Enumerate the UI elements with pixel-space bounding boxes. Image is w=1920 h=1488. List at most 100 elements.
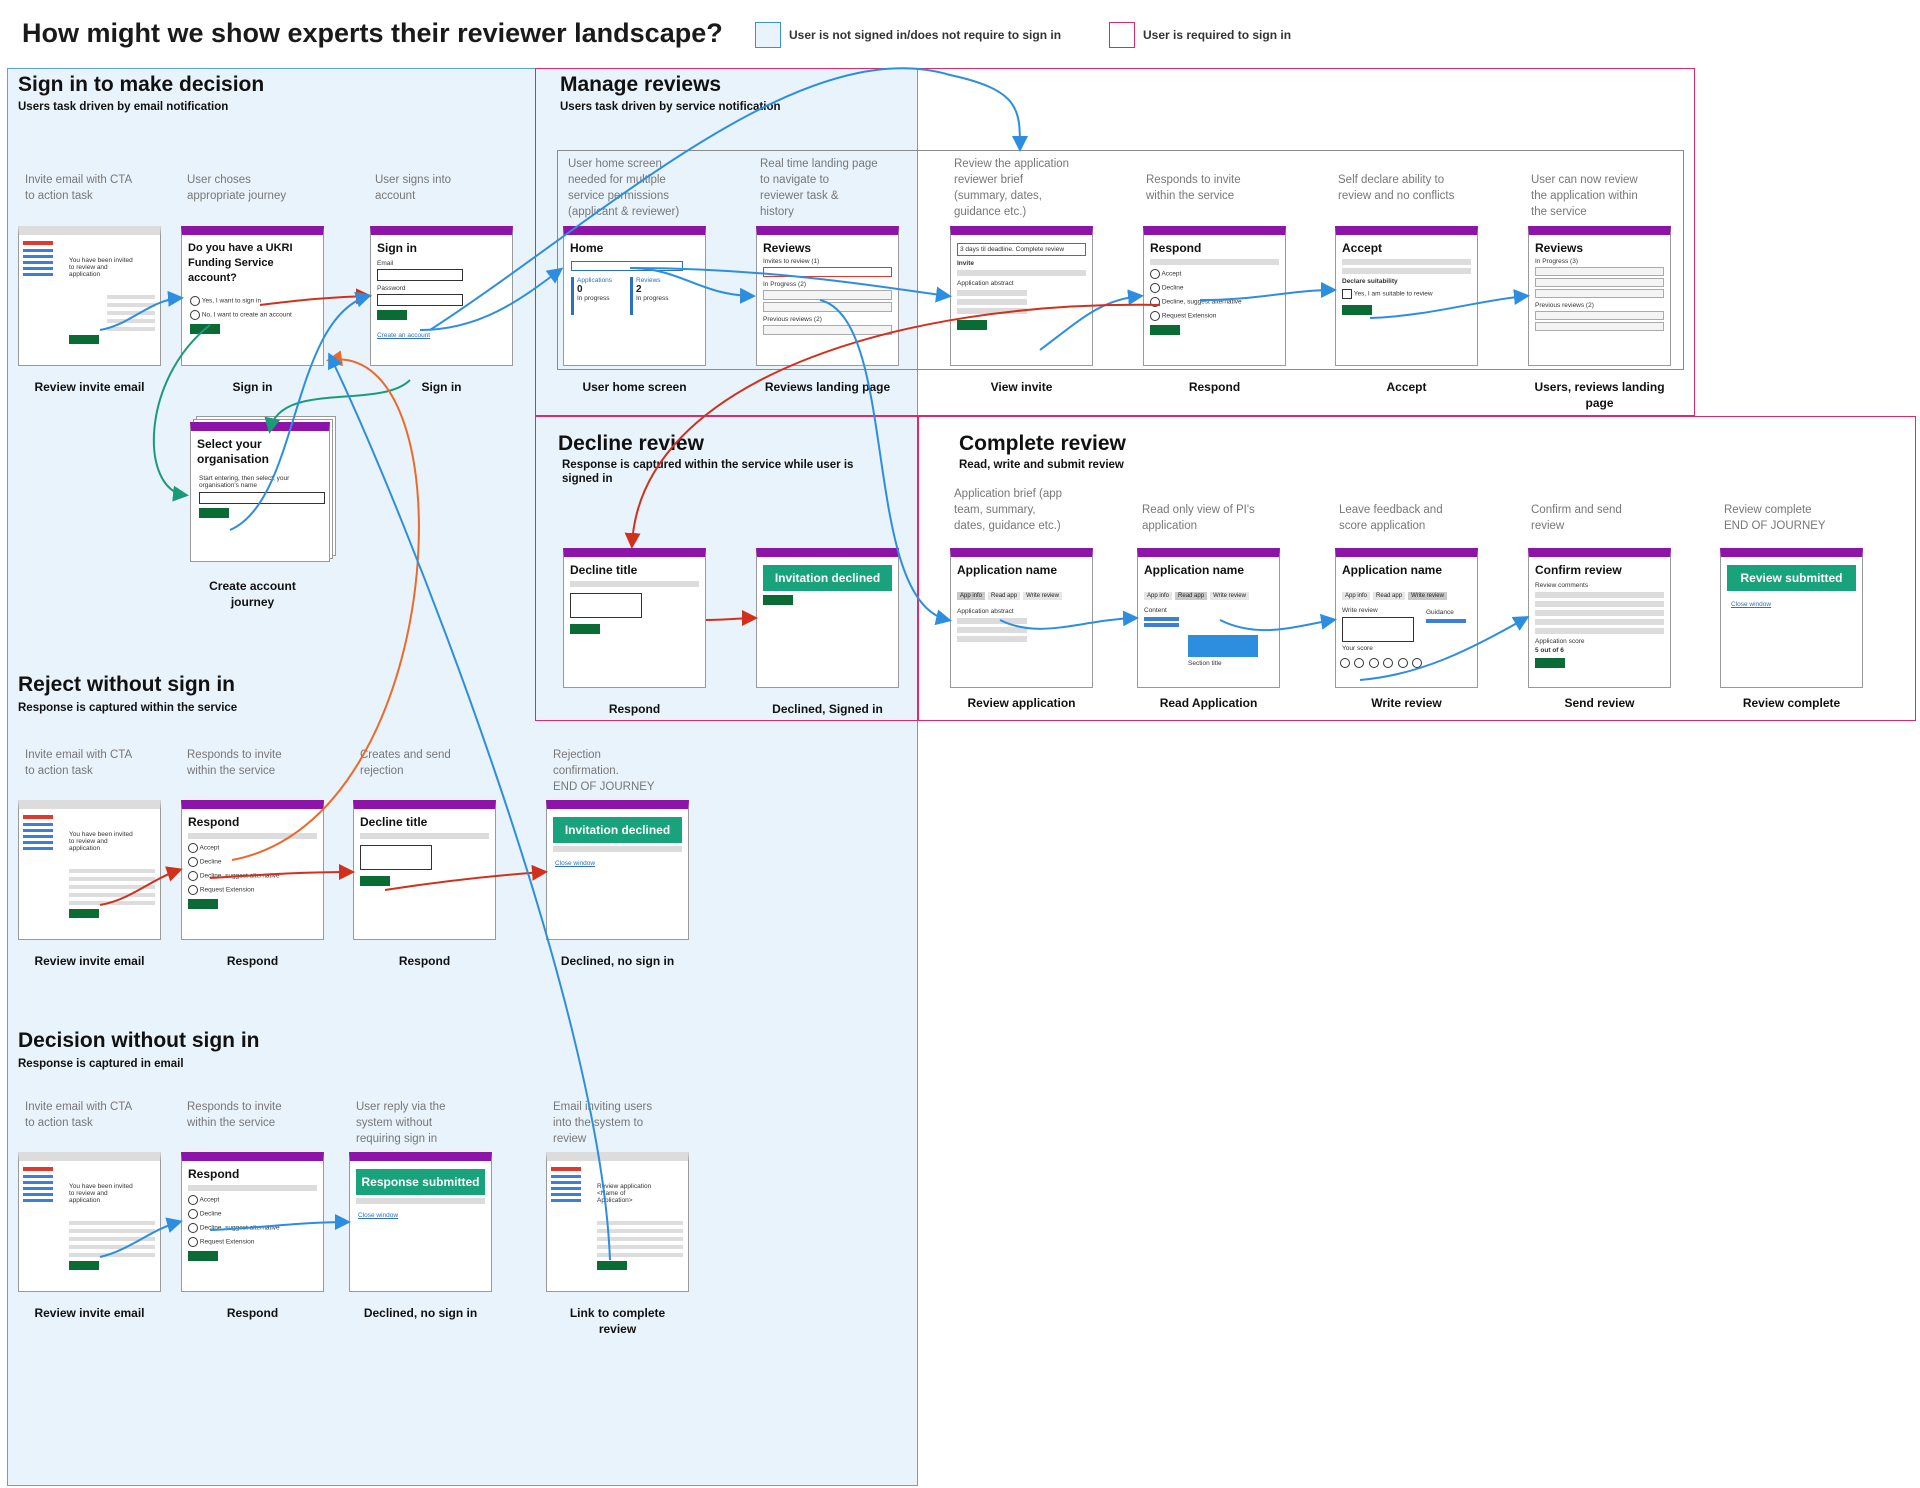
send-review-button[interactable] [1535, 658, 1565, 668]
continue-button[interactable] [1342, 305, 1372, 315]
tab-app-info[interactable]: App info [1144, 592, 1173, 600]
cta-button[interactable] [69, 335, 99, 344]
invitation-declined-banner: Invitation declined [553, 817, 682, 843]
invites-label: Invites to review (1) [763, 258, 820, 265]
continue-button[interactable] [190, 324, 220, 334]
app-name-heading: Application name [957, 563, 1058, 577]
section-title-decision: Decision without sign in [18, 1029, 260, 1052]
review-row[interactable] [1535, 322, 1664, 331]
review-row[interactable] [763, 290, 892, 300]
caption: Users, reviews landing page [1534, 380, 1665, 410]
wireframe-invite-email: You have been invited to review and appl… [18, 226, 161, 366]
section-title-manage: Manage reviews [560, 73, 722, 96]
caption: Review application [967, 696, 1076, 710]
write-review-label: Write review [1342, 607, 1378, 614]
respond-button[interactable] [957, 320, 987, 330]
suitable-checkbox[interactable] [1342, 289, 1352, 299]
review-link-button[interactable] [597, 1261, 627, 1270]
submit-button[interactable] [188, 1251, 218, 1261]
caption: Write review [1371, 696, 1442, 710]
tab-read-app[interactable]: Read app [1175, 592, 1208, 600]
tab-app-info[interactable]: App info [1342, 592, 1371, 600]
tab-app-info[interactable]: App info [957, 592, 986, 600]
wireframe-invite-email: You have been invited to review and appl… [18, 800, 161, 940]
wireframe-respond: Respond Accept Decline Decline, suggest … [181, 800, 324, 940]
abstract-label: Application abstract [957, 280, 1014, 287]
radio-no-label: No, I want to create an account [201, 311, 292, 319]
invite-row[interactable] [763, 267, 892, 277]
wireframe-invite-email: You have been invited to review and appl… [18, 1152, 161, 1292]
submit-button[interactable] [360, 876, 390, 886]
previous-reviews-label: Previous reviews (2) [1535, 302, 1594, 309]
step-desc: User home screen needed for multiple ser… [568, 158, 680, 218]
decline-title-heading: Decline title [360, 815, 428, 829]
tab-read-app[interactable]: Read app [1373, 592, 1406, 600]
decline-alternative-option[interactable]: Decline, suggest alternative [199, 872, 280, 880]
radio-no[interactable] [190, 310, 200, 320]
continue-button[interactable] [199, 508, 229, 518]
close-window-link[interactable]: Close window [1731, 601, 1772, 608]
cta-button[interactable] [69, 909, 99, 918]
step-desc: Responds to invite within the service [1146, 174, 1241, 202]
decline-option[interactable]: Decline [199, 1210, 222, 1218]
submit-button[interactable] [570, 624, 600, 634]
submit-button[interactable] [188, 899, 218, 909]
legend-swatch-signed [1109, 22, 1135, 48]
review-submitted-banner: Review submitted [1727, 565, 1856, 591]
review-row[interactable] [763, 302, 892, 312]
submit-button[interactable] [1150, 325, 1180, 335]
request-extension-option[interactable]: Request Extension [1161, 312, 1217, 320]
caption: View invite [990, 380, 1053, 394]
legend-label-not-signed: User is not signed in/does not require t… [789, 28, 1062, 42]
sign-in-button[interactable] [377, 310, 407, 320]
review-row[interactable] [1535, 278, 1664, 287]
decline-option[interactable]: Decline [1161, 284, 1184, 292]
radio-yes[interactable] [190, 296, 200, 306]
accept-option[interactable]: Accept [199, 1196, 220, 1204]
done-button[interactable] [763, 595, 793, 605]
caption: Sign in [232, 380, 273, 394]
section-sub-sign-in: Users task driven by email notification [18, 101, 229, 113]
tab-write-review[interactable]: Write review [1210, 592, 1249, 600]
decline-alternative-option[interactable]: Decline, suggest alternative [199, 1224, 280, 1232]
caption: Accept [1386, 380, 1427, 394]
accept-option[interactable]: Accept [199, 844, 220, 852]
password-field[interactable] [377, 294, 463, 306]
review-comments-label: Review comments [1535, 582, 1589, 589]
step-desc: Review complete END OF JOURNEY [1724, 504, 1826, 532]
accept-option[interactable]: Accept [1161, 270, 1182, 278]
review-row[interactable] [1535, 289, 1664, 298]
tab-write-review[interactable]: Write review [1023, 592, 1062, 600]
review-textarea[interactable] [1342, 617, 1414, 642]
request-extension-option[interactable]: Request Extension [199, 1238, 255, 1246]
invite-text: You have been invited to review and appl… [69, 257, 133, 278]
close-window-link[interactable]: Close window [358, 1212, 399, 1219]
section-title-complete: Complete review [959, 432, 1126, 455]
cta-button[interactable] [69, 1261, 99, 1270]
step-desc: Real time landing page to navigate to re… [760, 158, 878, 218]
tab-write-review[interactable]: Write review [1408, 592, 1447, 600]
review-row[interactable] [1535, 267, 1664, 276]
step-desc: User reply via the system without requir… [356, 1101, 446, 1145]
decline-title-heading: Decline title [570, 563, 638, 577]
email-field[interactable] [377, 269, 463, 281]
review-row[interactable] [763, 325, 892, 335]
respond-heading: Respond [188, 815, 240, 829]
create-account-link[interactable]: Create an account [377, 332, 431, 339]
caption: Sign in [421, 380, 462, 394]
request-extension-option[interactable]: Request Extension [199, 886, 255, 894]
invite-text: You have been invited to review and appl… [69, 1183, 133, 1204]
score-radios[interactable] [1340, 654, 1477, 672]
in-progress-label: In progress [577, 295, 610, 302]
decline-alternative-option[interactable]: Decline, suggest alternative [1161, 298, 1242, 306]
close-window-link[interactable]: Close window [555, 860, 596, 867]
decline-option[interactable]: Decline [199, 858, 222, 866]
decline-reason-input[interactable] [360, 845, 432, 870]
review-row[interactable] [1535, 311, 1664, 320]
tab-read-app[interactable]: Read app [988, 592, 1021, 600]
caption: Review invite email [34, 954, 145, 968]
decline-reason-input[interactable] [570, 593, 642, 618]
section-sub-reject: Response is captured within the service [18, 702, 238, 714]
organisation-input[interactable] [199, 492, 325, 504]
